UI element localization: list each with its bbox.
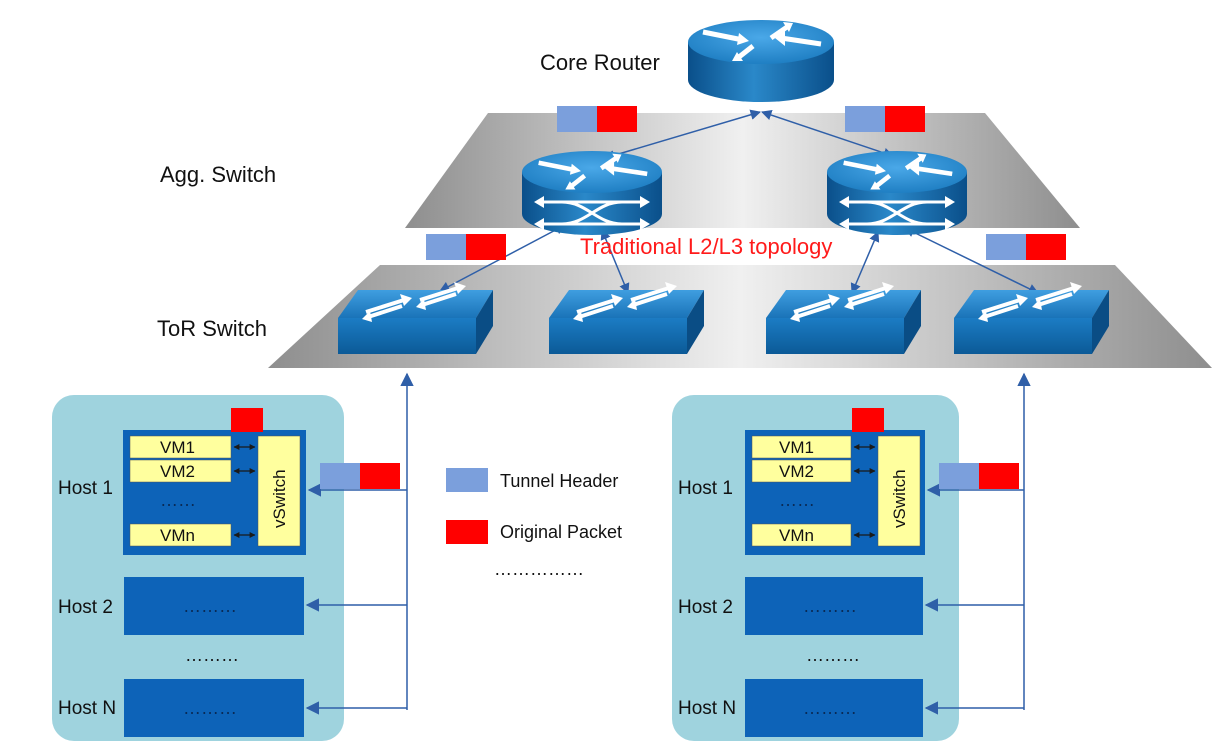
vm-ellipsis: …… [160,490,196,510]
host-group-left: VM1 VM2 …… VMn vSwitch Host 1 ……… Host 2… [52,395,344,741]
packet-badge [557,106,637,132]
host-1-label: Host 1 [678,478,733,499]
hosts-ellipsis: ……… [806,645,860,665]
original-packet-chip [231,408,263,432]
vswitch-box [257,435,301,547]
host-2-ellipsis: ……… [803,596,857,616]
tor-switch-1-icon [338,280,493,354]
vm2-label: VM2 [779,462,814,481]
vswitch-label: vSwitch [270,469,289,528]
vm1-label: VM1 [779,438,814,457]
legend: Tunnel Header Original Packet …………… [446,468,622,579]
packet-badge [939,463,1019,489]
agg-switch-label: Agg. Switch [160,162,276,187]
topology-label: Traditional L2/L3 topology [580,234,832,259]
vm-box [129,435,232,459]
agg-switch-left-icon [522,151,662,235]
host-n-ellipsis: ……… [803,698,857,718]
host-n-label: Host N [678,698,736,719]
right-host-links [924,372,1031,715]
packet-badge [986,234,1066,260]
legend-ellipsis: …………… [494,559,584,579]
host-n-ellipsis: ……… [183,698,237,718]
host-2-label: Host 2 [58,597,113,618]
vm-box [751,523,852,547]
host-n-box [124,679,304,737]
host-group-right: VM1 VM2 …… VMn vSwitch Host 1 ……… Host 2… [672,395,959,741]
left-host-links [305,372,414,715]
vm-box [751,459,852,483]
legend-packet-swatch [446,520,488,544]
vmn-label: VMn [160,526,195,545]
host-2-ellipsis: ……… [183,596,237,616]
vm-box [129,459,232,483]
vswitch-box [877,435,921,547]
legend-tunnel-swatch [446,468,488,492]
vm2-label: VM2 [160,462,195,481]
tor-switch-3-icon [766,280,921,354]
hosts-ellipsis: ……… [185,645,239,665]
packet-badge [320,463,400,489]
tor-switch-2-icon [549,280,704,354]
original-packet-chip [852,408,884,432]
packet-badge [845,106,925,132]
vm-box [751,435,852,459]
host-2-box [745,577,923,635]
host-n-box [745,679,923,737]
legend-tunnel-label: Tunnel Header [500,471,618,491]
host-n-label: Host N [58,698,116,719]
packet-badge [426,234,506,260]
legend-packet-label: Original Packet [500,522,622,542]
vmn-label: VMn [779,526,814,545]
vm-box [129,523,232,547]
host-2-label: Host 2 [678,597,733,618]
vswitch-label: vSwitch [890,469,909,528]
vm1-label: VM1 [160,438,195,457]
vm-ellipsis: …… [779,490,815,510]
tor-switch-label: ToR Switch [157,316,267,341]
tor-switch-4-icon [954,280,1109,354]
core-router-icon [688,20,834,102]
agg-plane [405,113,1080,228]
core-router-label: Core Router [540,50,660,75]
host-1-label: Host 1 [58,478,113,499]
agg-switch-right-icon [827,151,967,235]
host-2-box [124,577,304,635]
